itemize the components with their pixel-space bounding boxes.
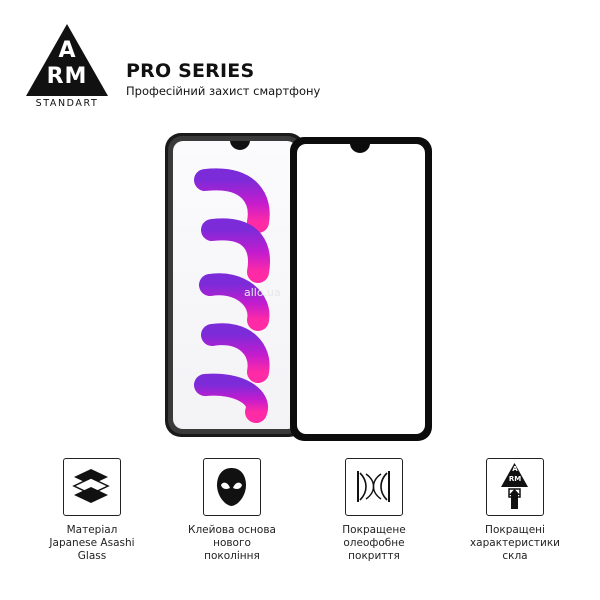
feature-oleophobic-coating: Покращене олеофобне покриття <box>314 458 434 563</box>
phone-device <box>165 133 305 437</box>
logo-letters-rm: RM <box>46 64 88 89</box>
feature-label: Матеріал Japanese Asashi Glass <box>49 524 135 562</box>
logo-triangle-icon <box>26 24 108 96</box>
arm-standart-logo: A RM STANDART <box>24 22 110 109</box>
feature-glass-material: Матеріал Japanese Asashi Glass <box>32 458 152 563</box>
watermark-text: allo.ua <box>244 286 281 299</box>
glass-layers-icon <box>63 458 121 516</box>
series-subtitle: Професійний захист смартфону <box>126 84 321 98</box>
arm-arrow-up-icon: A RM <box>486 458 544 516</box>
spider-mask-icon <box>203 458 261 516</box>
series-title: PRO SERIES <box>126 60 255 82</box>
screen-artwork <box>194 168 270 423</box>
oleophobic-coating-icon <box>345 458 403 516</box>
logo-wordmark: STANDART <box>35 98 99 109</box>
feature-improved-glass: A RM Покращені характеристики скла <box>455 458 575 563</box>
feature-adhesive-base: Клейова основа нового покоління <box>172 458 292 563</box>
screen-protector-glass <box>290 137 432 441</box>
feature-label: Клейова основа нового покоління <box>188 524 276 562</box>
feature-label: Покращене олеофобне покриття <box>342 524 406 562</box>
feature-label: Покращені характеристики скла <box>469 524 561 562</box>
logo-letter-a: A <box>58 38 76 63</box>
